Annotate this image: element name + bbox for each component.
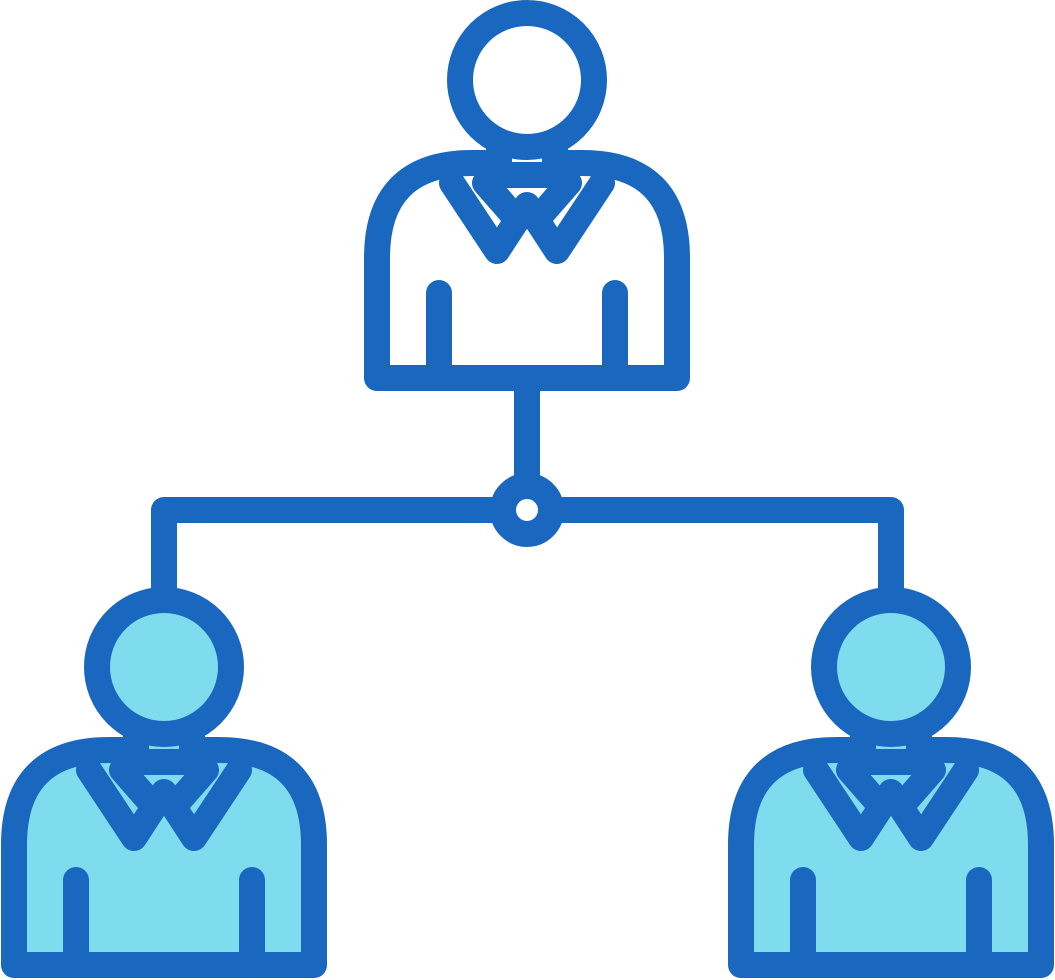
connector-branches	[151, 497, 904, 613]
person-subordinate-left-icon	[1, 587, 327, 978]
tie-lines	[836, 757, 946, 815]
tie-lines	[109, 757, 219, 815]
tie-lines	[472, 170, 582, 228]
person-subordinate-right-icon	[728, 587, 1054, 978]
collar	[439, 170, 615, 264]
connector-lines	[151, 365, 904, 613]
head	[447, 0, 607, 160]
arm-lines	[63, 867, 265, 978]
head	[84, 587, 244, 747]
person-manager-icon	[364, 0, 690, 391]
collar	[803, 757, 979, 851]
junction-node-icon	[490, 473, 564, 547]
arm-lines	[790, 867, 992, 978]
arm-lines	[426, 280, 628, 391]
collar	[76, 757, 252, 851]
head	[811, 587, 971, 747]
